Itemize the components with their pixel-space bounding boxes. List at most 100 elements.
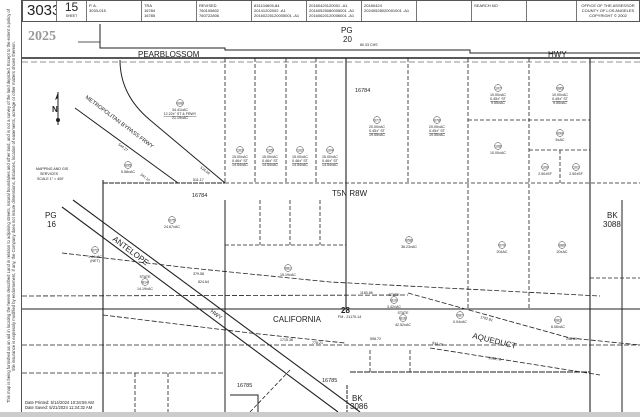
- parcel-area: 10.00±AC: [552, 93, 568, 97]
- dimension: 824.64: [198, 280, 209, 284]
- revision-cell-3: 20160420120001 -A1 20160525080005001 -A1…: [307, 1, 362, 21]
- parcel-number-circle: [405, 236, 413, 244]
- parcel-number-circle: [373, 116, 381, 124]
- parcel-area: 14.54±AC: [262, 163, 278, 167]
- parcel-083[interactable]: 083 6.06±AC: [551, 316, 565, 329]
- tra-label-c: 16785: [237, 383, 252, 389]
- parcel-area: 14.54±AC: [292, 163, 308, 167]
- parcel-area: 15.00±AC: [262, 155, 278, 159]
- pg20-label: PG: [341, 26, 353, 35]
- parcel-number-circle: [176, 99, 184, 107]
- dimension: 341.10: [139, 173, 150, 183]
- parcel-area: 21.19±AC: [172, 116, 188, 120]
- parcel-number: 102: [297, 148, 303, 152]
- parcel-number: 083: [555, 318, 561, 322]
- parcel-number-circle: [168, 216, 176, 224]
- parcel-area: 42.52±AC: [395, 323, 411, 327]
- road-aqueduct: AQUEDUCT: [472, 331, 518, 351]
- parcel-number-circle: [124, 161, 132, 169]
- parcel-area: 15.19±AC: [280, 273, 296, 277]
- pa-cell: P. A. 3033-015: [87, 1, 142, 21]
- parcel-number: 101: [573, 165, 579, 169]
- parcel-number: 100: [542, 165, 548, 169]
- road-hwy-top: HWY: [548, 50, 567, 59]
- parcel-number: 099: [557, 131, 563, 135]
- dimensions: 511.17 524.59 544.27 341.10 379.58 824.6…: [117, 143, 577, 362]
- parcel-owner: STATE: [388, 293, 400, 297]
- search-no-cell: SEARCH NO: [472, 1, 527, 21]
- parcel-area: 20.00±AC: [429, 125, 445, 129]
- parcel-area: 9.55±AC: [553, 101, 567, 105]
- scale-note-3: SCALE 1" = 400': [37, 177, 64, 181]
- parcel-area: 14.19±AC: [137, 287, 153, 291]
- parcel-number-circle: [390, 296, 398, 304]
- parcel-area: 14.54±AC: [322, 163, 338, 167]
- parcel-number: 104: [327, 148, 333, 152]
- parcel-area: 6.06±AC: [551, 325, 565, 329]
- parcel-area: 5.58±AC: [121, 170, 135, 174]
- road-antelope-hwy: HWY: [209, 309, 223, 322]
- date-printed: Date Printed: 5/14/2024 10:34:59 AM: [25, 400, 94, 405]
- parcel-area: 0.46±" ST: [262, 159, 279, 163]
- parcel-number: 072: [92, 248, 98, 252]
- road-antelope: ANTELOPE: [111, 234, 151, 267]
- parcel-number: 085: [557, 86, 563, 90]
- north-label: N: [52, 105, 58, 114]
- parcel-number-circle: [572, 163, 580, 171]
- parcel-number: 078: [434, 118, 440, 122]
- parcel-number-circle: [236, 146, 244, 154]
- parcel-number-circle: [326, 146, 334, 154]
- parcel-number-circle: [558, 241, 566, 249]
- parcel-number: 096: [177, 101, 183, 105]
- parcel-number-circle: [556, 84, 564, 92]
- office-cell: OFFICE OF THE ASSESSOR COUNTY OF LOS ANG…: [581, 3, 635, 18]
- dimension: 524.59: [199, 166, 210, 176]
- parcel-area: 12.22±" ST & FRWY: [164, 112, 197, 116]
- pg16-label: PG: [45, 211, 57, 220]
- parcel-number: 106: [495, 144, 501, 148]
- parcel-area: 19.55±AC: [369, 133, 385, 137]
- township-range: T5N R8W: [332, 189, 368, 198]
- parcel-area: 0.45±" ST: [369, 129, 386, 133]
- parcel-number-circle: [494, 142, 502, 150]
- pg16-number: 16: [47, 220, 56, 229]
- parcel-area: 14.54±AC: [232, 163, 248, 167]
- dimension: 1088.78: [488, 356, 501, 362]
- parcel-area: 20.00±AC: [369, 125, 385, 129]
- parcel-number-circle: [91, 246, 99, 254]
- parcel-area: 9.55±AC: [491, 101, 505, 105]
- pearblossom-north-line: [99, 24, 640, 54]
- parcel-number-circle: [141, 278, 149, 286]
- tra-label-d: 16785: [322, 378, 337, 384]
- parcel-area: 10.00±AC: [490, 93, 506, 97]
- parcel-owner: STATE: [397, 311, 409, 315]
- dimension: 1180.86: [360, 291, 373, 295]
- parcel-number: 075: [169, 218, 175, 222]
- parcel-number: 107: [495, 86, 501, 90]
